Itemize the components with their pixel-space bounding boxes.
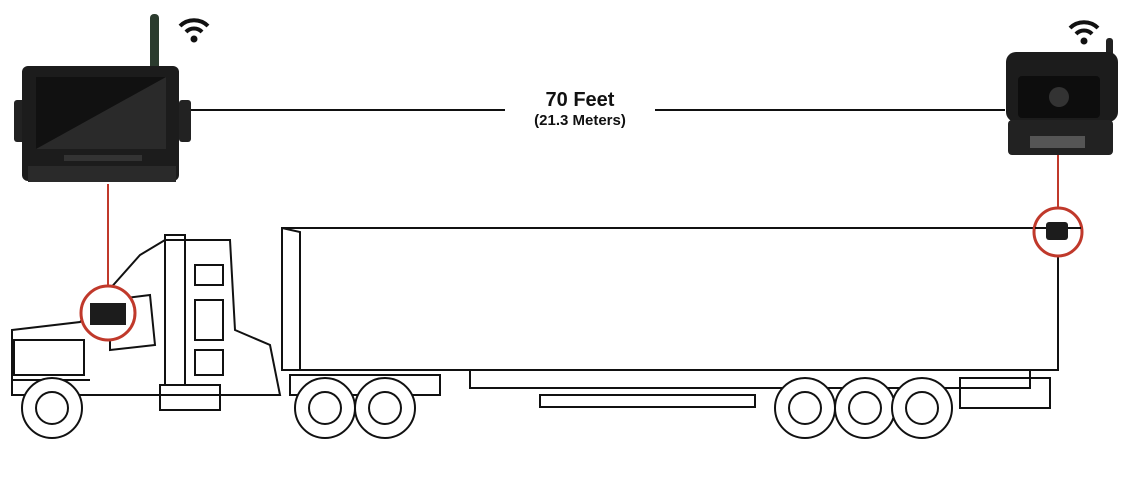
- distance-label: 70 Feet (21.3 Meters): [505, 88, 655, 130]
- monitor-location-callout: [79, 184, 137, 342]
- distance-meters: (21.3 Meters): [534, 112, 626, 129]
- wifi-icon: [1068, 20, 1100, 45]
- wireless-monitor: [14, 14, 191, 182]
- backup-camera: [1006, 38, 1118, 155]
- wheels: [21, 377, 953, 439]
- distance-feet: 70 Feet: [545, 89, 615, 111]
- camera-location-callout: [1032, 155, 1084, 258]
- semi-truck: [11, 227, 1059, 411]
- wifi-icon: [178, 18, 210, 43]
